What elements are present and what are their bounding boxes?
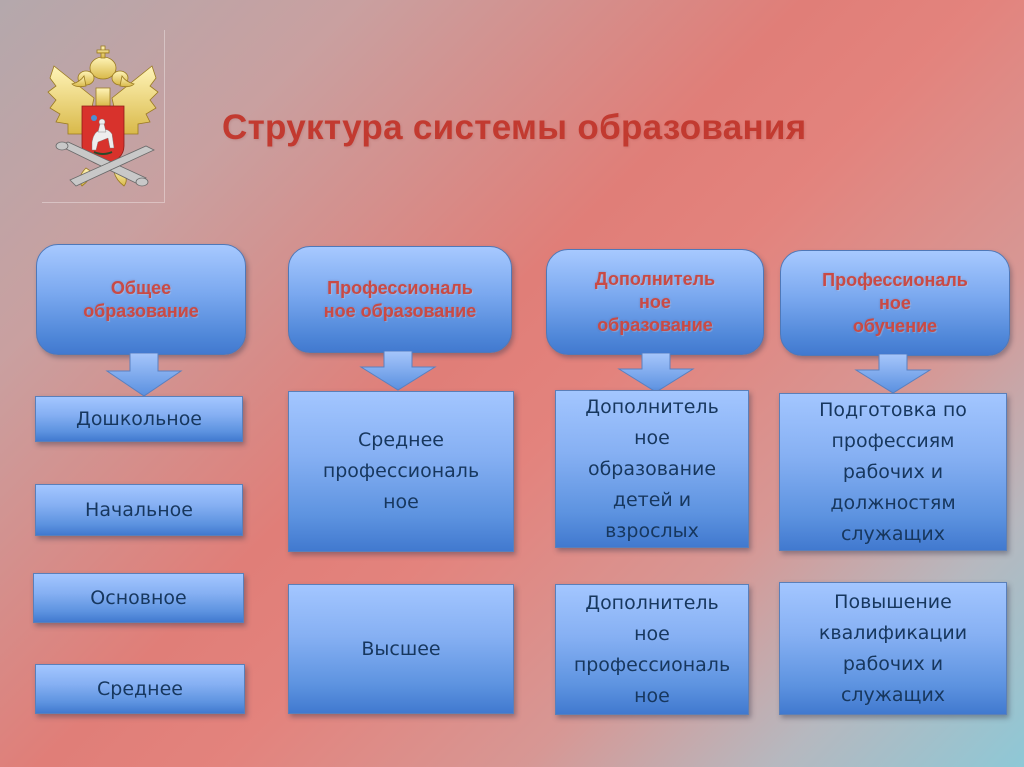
box-higher: Высшее <box>288 584 514 714</box>
box-label: Дополнитель <box>585 591 719 614</box>
header-line: обучение <box>852 315 938 336</box>
slide-title: Структура системы образования <box>222 108 807 147</box>
box-label: служащих <box>840 522 946 545</box>
arrow-down-icon <box>854 354 932 394</box>
ministry-emblem <box>42 30 165 203</box>
box-label: Высшее <box>361 637 441 660</box>
box-label: рабочих и <box>842 460 944 483</box>
header-line: Профессиональ <box>822 269 968 290</box>
box-label: образование <box>587 457 717 480</box>
box-preschool: Дошкольное <box>35 396 243 442</box>
box-label: Начальное <box>85 498 193 521</box>
double-headed-eagle-icon <box>47 45 159 187</box>
arrow-down-icon <box>617 353 695 393</box>
box-label: ное <box>634 622 670 645</box>
box-label: ное <box>634 684 670 707</box>
header-line: Профессиональ <box>327 277 473 298</box>
box-label: Дошкольное <box>75 407 203 430</box>
box-label: рабочих и <box>842 652 944 675</box>
box-label: Среднее <box>358 429 444 451</box>
box-label: Повышение <box>834 590 952 613</box>
header-line: образование <box>83 300 199 321</box>
header-line: образование <box>597 314 713 335</box>
box-worker-training: Подготовка по профессиям рабочих и должност… <box>779 393 1007 551</box>
box-basic: Основное <box>33 573 244 623</box>
box-label: должностям <box>830 491 956 514</box>
box-label: служащих <box>840 683 946 706</box>
box-label: профессиональ <box>322 460 480 482</box>
box-label: профессиям <box>831 429 955 452</box>
box-additional-children-adults: Дополнитель ное образование детей и взрослых <box>555 390 749 548</box>
box-secondary: Среднее <box>35 664 245 714</box>
box-label: профессиональ <box>573 653 731 676</box>
box-secondary-professional: Среднее профессиональ ное <box>288 391 514 552</box>
header-line: ное <box>879 292 911 313</box>
box-label: квалификации <box>818 621 968 644</box>
header-line: Общее <box>110 277 172 298</box>
header-line: ное <box>639 291 671 312</box>
box-qualification-upgrade: Повышение квалификации рабочих и служащих <box>779 582 1007 715</box>
header-line: ное образование <box>323 300 477 321</box>
box-label: Среднее <box>97 677 183 700</box>
box-label: Основное <box>90 586 187 609</box>
box-label: взрослых <box>605 519 699 542</box>
header-line: Дополнитель <box>594 268 716 289</box>
box-primary: Начальное <box>35 484 243 536</box>
arrow-down-icon <box>359 351 437 391</box>
arrow-down-icon <box>105 353 183 397</box>
box-label: Подготовка по <box>819 398 967 421</box>
box-label: ное <box>634 426 670 449</box>
box-label: ное <box>383 491 419 513</box>
box-additional-professional: Дополнитель ное профессиональ ное <box>555 584 749 715</box>
box-label: детей и <box>612 488 692 511</box>
box-label: Дополнитель <box>585 395 719 418</box>
